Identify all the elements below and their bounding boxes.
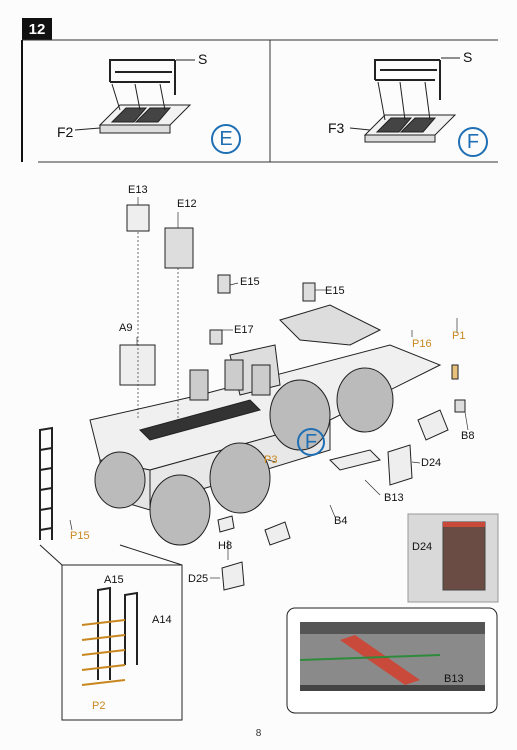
- label-e12: E12: [177, 198, 197, 210]
- d24-photo-inset: [407, 513, 499, 603]
- label-p16: P16: [412, 338, 432, 350]
- label-d24: D24: [421, 457, 442, 469]
- label-p1: P1: [452, 330, 466, 342]
- label-f2: F2: [57, 124, 74, 140]
- label-a14: A14: [152, 614, 172, 626]
- label-d25: D25: [188, 573, 209, 585]
- side-parts: [217, 364, 466, 591]
- page-number: 8: [255, 728, 262, 739]
- label-b13: B13: [384, 492, 404, 504]
- ladder-part: [39, 426, 53, 540]
- label-e17: E17: [234, 324, 254, 336]
- label-p3: P3: [264, 454, 278, 466]
- version-f-badge: F: [458, 127, 488, 157]
- label-b13-inset: B13: [444, 673, 464, 685]
- label-d24-inset: D24: [412, 541, 433, 553]
- label-b8: B8: [461, 430, 475, 442]
- label-a9: A9: [119, 322, 133, 334]
- label-h8: H8: [218, 540, 233, 552]
- vehicle-wheels: [94, 367, 394, 546]
- label-s-right: S: [463, 49, 473, 65]
- top-panel-frame: [21, 39, 498, 163]
- b13-photo-inset: [286, 607, 498, 714]
- label-e13: E13: [128, 184, 148, 196]
- step-number: 12: [22, 18, 52, 40]
- label-p2: P2: [92, 700, 106, 712]
- grille-assembly-e: [74, 59, 195, 134]
- label-e15-a: E15: [240, 276, 260, 288]
- grille-assembly-f: [349, 57, 460, 143]
- label-a15: A15: [104, 574, 124, 586]
- label-s-left: S: [198, 51, 208, 67]
- version-e-badge: E: [211, 124, 241, 154]
- label-e15-b: E15: [325, 285, 345, 297]
- label-p15: P15: [70, 530, 90, 542]
- label-f3: F3: [328, 120, 345, 136]
- ladder-inset-frame: [39, 544, 183, 721]
- leader-lines: [69, 197, 469, 579]
- label-b4: B4: [334, 515, 348, 527]
- version-f-badge-main: F: [297, 428, 325, 456]
